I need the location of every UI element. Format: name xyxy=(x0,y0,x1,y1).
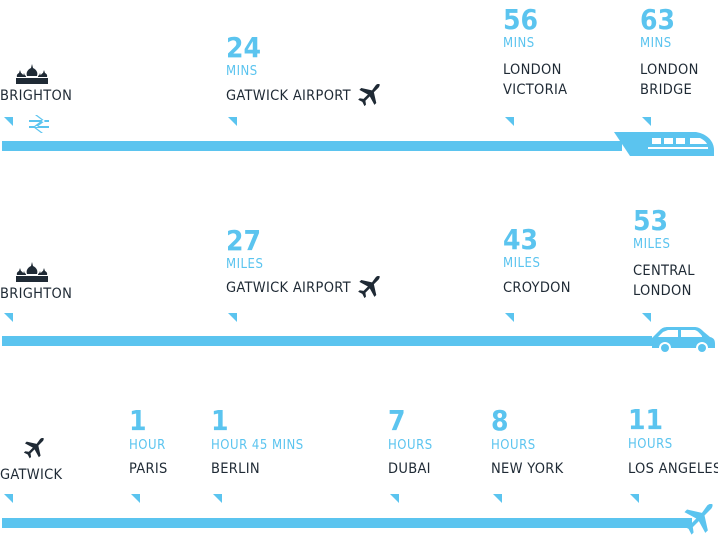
stop-marker xyxy=(493,494,502,503)
stop-label: CROYDON xyxy=(503,280,571,296)
stop-marker xyxy=(505,313,514,322)
stop-unit: HOUR xyxy=(129,438,166,453)
stop-value: 63 xyxy=(640,3,676,36)
jet-icon xyxy=(676,504,714,540)
car-icon xyxy=(650,326,716,356)
stop-unit: MINS xyxy=(503,36,535,51)
origin-label: BRIGHTON xyxy=(0,88,73,104)
airplane-icon xyxy=(20,438,44,462)
stop-label: CENTRAL LONDON xyxy=(633,263,695,299)
stop-marker xyxy=(505,117,514,126)
stop-value: 27 xyxy=(226,224,262,257)
stop-value: 53 xyxy=(633,204,669,237)
origin-marker xyxy=(4,494,13,503)
stop-unit: MILES xyxy=(226,257,264,272)
stop-unit: HOURS xyxy=(628,437,673,452)
stop-label: LONDON BRIDGE xyxy=(640,62,699,98)
stop-unit: MILES xyxy=(633,237,671,252)
stop-value: 11 xyxy=(628,403,664,436)
stop-unit: MINS xyxy=(226,64,258,79)
stop-label: PARIS xyxy=(129,461,168,477)
stop-marker xyxy=(642,313,651,322)
stop-value: 1 xyxy=(211,404,229,437)
stop-label: NEW YORK xyxy=(491,461,564,477)
stop-label: GATWICK AIRPORT xyxy=(226,88,351,104)
stop-marker xyxy=(630,494,639,503)
train-icon xyxy=(612,130,716,158)
stop-value: 24 xyxy=(226,31,262,64)
stop-marker xyxy=(213,494,222,503)
pavilion-icon xyxy=(16,64,48,84)
stop-marker xyxy=(228,117,237,126)
origin-label: BRIGHTON xyxy=(0,286,73,302)
airplane-icon xyxy=(354,84,380,110)
stop-value: 1 xyxy=(129,404,147,437)
origin-marker xyxy=(4,117,13,126)
pavilion-icon xyxy=(16,262,48,282)
stop-label: DUBAI xyxy=(388,461,431,477)
stop-unit: MILES xyxy=(503,256,541,271)
stop-unit: HOURS xyxy=(491,438,536,453)
stop-value: 8 xyxy=(491,404,509,437)
stop-unit: HOURS xyxy=(388,438,433,453)
route-bar xyxy=(2,518,692,528)
stop-label: BERLIN xyxy=(211,461,260,477)
airplane-icon xyxy=(354,276,380,302)
origin-label: GATWICK xyxy=(0,467,63,483)
stop-marker xyxy=(131,494,140,503)
origin-marker xyxy=(4,313,13,322)
stop-label: LOS ANGELES xyxy=(628,461,718,477)
stop-unit: HOUR 45 MINS xyxy=(211,438,304,453)
stop-value: 43 xyxy=(503,223,539,256)
stop-marker xyxy=(228,313,237,322)
stop-label: LONDON VICTORIA xyxy=(503,62,568,98)
route-bar xyxy=(2,336,652,346)
stop-value: 56 xyxy=(503,3,539,36)
route-bar xyxy=(2,141,622,151)
stop-marker xyxy=(390,494,399,503)
stop-marker xyxy=(642,117,651,126)
stop-unit: MINS xyxy=(640,36,672,51)
rail-icon xyxy=(26,114,52,134)
stop-value: 7 xyxy=(388,404,406,437)
stop-label: GATWICK AIRPORT xyxy=(226,280,351,296)
